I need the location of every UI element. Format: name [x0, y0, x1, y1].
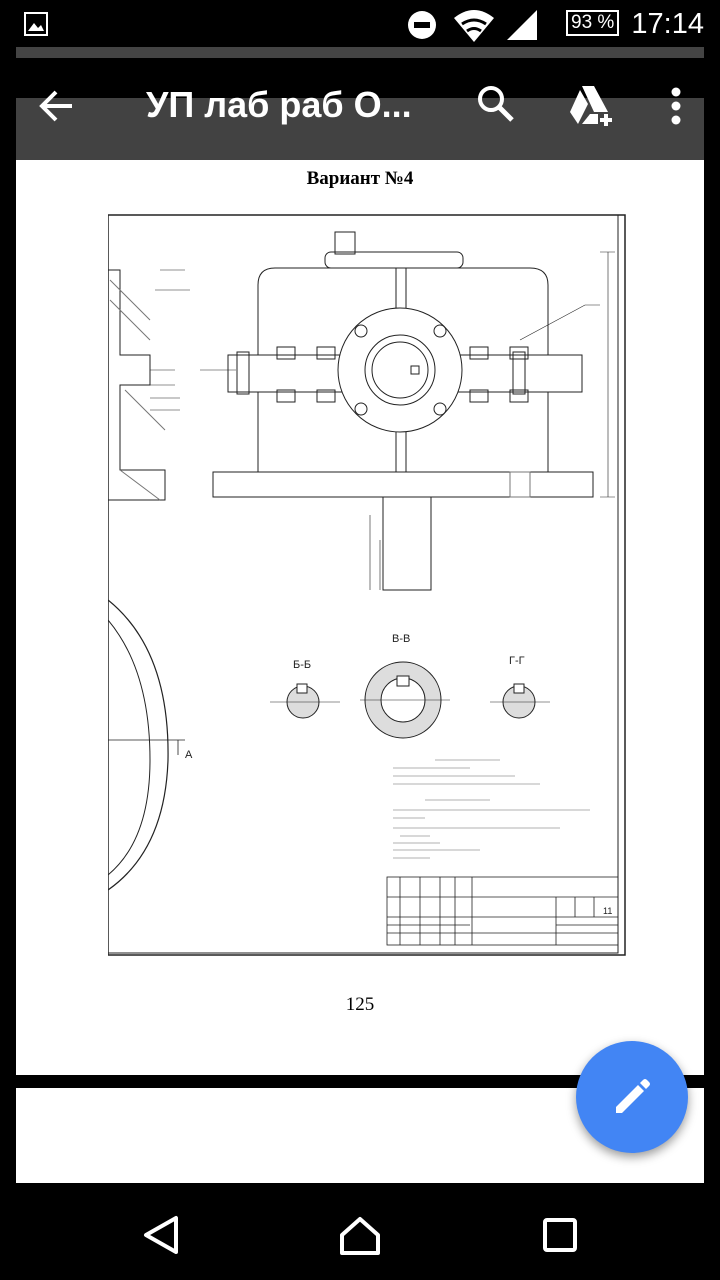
top-cap — [324, 251, 464, 269]
document-title: УП лаб раб О... — [146, 84, 412, 125]
pdf-page[interactable]: Вариант №4 А Б-Б В-В Г-Г — [16, 160, 704, 1075]
page-number: 125 — [345, 994, 375, 1015]
search-icon[interactable] — [476, 84, 516, 124]
more-vert-icon[interactable] — [668, 86, 684, 126]
section-b-label: Б-Б — [293, 659, 311, 671]
title-block — [386, 876, 619, 946]
wifi-icon — [454, 10, 494, 42]
back-arrow-icon[interactable] — [36, 86, 76, 126]
technical-notes — [393, 759, 590, 859]
image-icon — [24, 12, 48, 36]
battery-level: 93 % — [566, 10, 620, 36]
signal-icon — [507, 10, 537, 40]
edit-pencil-icon — [616, 1079, 650, 1113]
recents-icon[interactable] — [542, 1217, 578, 1253]
back-triangle-icon[interactable] — [140, 1215, 180, 1255]
navigation-bar — [0, 1183, 720, 1280]
do-not-disturb-icon — [408, 11, 436, 39]
technical-drawing: А Б-Б В-В Г-Г 11 — [108, 214, 626, 956]
section-g-label: Г-Г — [509, 655, 525, 667]
edit-fab-button[interactable] — [576, 1041, 688, 1153]
sheet-number: 11 — [603, 906, 612, 916]
left-view — [108, 269, 166, 501]
bolts — [354, 324, 447, 416]
status-bar: 93 % 17:14 — [0, 0, 720, 48]
page-title: Вариант №4 — [306, 168, 414, 189]
home-icon[interactable] — [338, 1215, 382, 1255]
view-a-label: А — [185, 749, 193, 761]
toolbar-shadow-strip — [16, 47, 704, 58]
drive-add-icon[interactable] — [568, 84, 614, 130]
flange — [337, 307, 463, 433]
clock: 17:14 — [631, 8, 704, 40]
toolbar: УП лаб раб О... — [16, 84, 704, 160]
output-shaft — [382, 496, 432, 591]
base — [212, 471, 594, 498]
nuts — [236, 346, 529, 403]
section-v-label: В-В — [392, 633, 410, 645]
